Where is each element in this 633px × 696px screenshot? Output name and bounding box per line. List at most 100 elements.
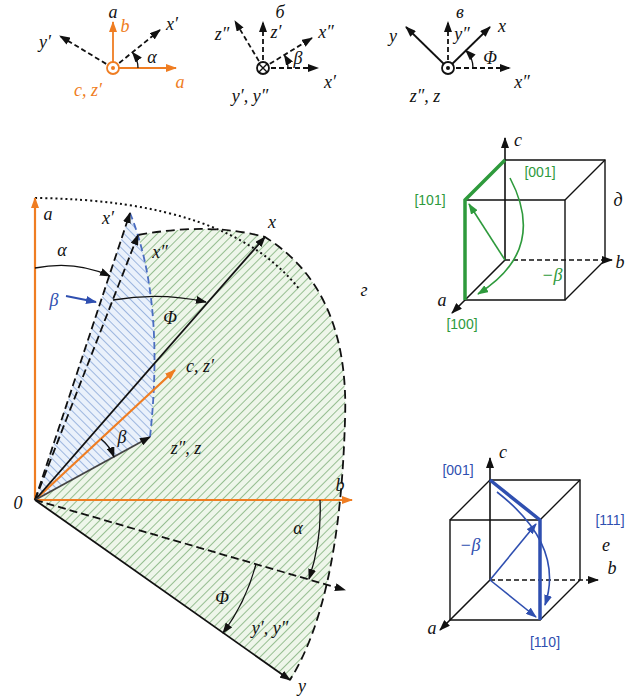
label-holder: a [438,291,447,309]
axis-label: α [293,518,302,538]
direction-label: [110] [530,634,560,650]
label-holder: a [176,73,185,91]
label-holder: b [608,559,617,577]
panel-a-rotation-part [111,66,115,70]
label-holder: α [293,519,302,537]
axis-label: a [176,72,185,92]
direction-label: [101] [414,192,445,208]
cube-d-part [504,138,506,260]
panel-b-rotation-part [257,62,269,74]
cube-d-part [505,259,612,260]
label-holder: y [389,27,397,45]
label-holder: x″ [152,243,168,261]
label-holder: в [456,3,464,21]
direction-label: [111] [595,512,624,528]
cube-d-part [478,178,523,294]
axis-label: a [44,204,53,224]
main-rotation-figure-part [101,439,114,457]
label-holder: c [499,443,507,461]
label-holder: α [57,241,66,259]
panel-b-rotation-part [263,38,312,68]
panel-a-rotation-part [60,36,113,68]
label-holder: z″ [215,25,230,43]
label-holder: x′ [166,15,178,33]
main-rotation-figure-part [35,213,155,500]
axis-label: z″ [215,24,230,44]
axis-label: в [456,2,464,22]
label-holder: a [44,205,53,223]
axis-label: −β [541,265,562,285]
main-rotation-figure-part [113,296,206,302]
axis-label: y [298,676,306,696]
label-holder: β [118,428,127,446]
cube-d-part [465,200,565,300]
cube-e-part [490,480,580,580]
cube-e [440,458,598,630]
label-holder: е [602,536,610,554]
main-rotation-figure-part [35,500,345,590]
label-holder: Φ [163,309,177,327]
label-holder: −β [541,266,562,284]
panel-b-rotation-part [284,55,288,68]
axis-label: β [118,427,127,447]
panel-b-rotation [235,21,318,74]
main-rotation-figure-part [34,198,36,500]
label-holder: x″ [514,73,530,91]
label-holder: [100] [446,316,477,332]
axis-label: x″ [318,22,334,42]
axis-label: c [514,130,522,150]
axis-label: x″ [514,72,530,92]
main-rotation-figure-part [35,237,265,500]
cube-d-part [469,204,505,260]
cube-e-part [450,480,580,620]
panel-a-rotation-part [113,67,176,69]
main-rotation-figure-part [35,499,352,501]
cube-e-part [490,580,536,617]
label-holder: z′ [271,23,282,41]
panel-c-rotation-part [448,67,510,69]
label-holder: д [613,191,622,209]
axis-label: z″, z [171,438,202,458]
main-rotation-figure-part [309,500,320,579]
axis-label: е [602,535,610,555]
label-holder: x′ [102,209,114,227]
panel-a-rotation-part [107,62,119,74]
label-holder: −β [459,536,480,554]
label-holder: b [336,476,345,494]
axis-label: д [613,190,622,210]
axis-label: x′ [166,14,178,34]
main-rotation-figure-part [35,235,138,500]
label-holder: [101] [414,192,445,208]
label-holder: Φ [215,589,229,607]
axis-label: y′, y″ [232,86,268,106]
axis-label: y [389,26,397,46]
label-holder: b [121,17,130,35]
label-holder: z″, z [410,87,441,105]
label-holder: z″, z [171,439,202,457]
axis-label: c, z′ [186,356,214,376]
main-rotation-figure-part [35,198,300,290]
label-holder: y [298,677,306,695]
label-holder: β [294,49,303,67]
panel-c-rotation-part [447,22,449,68]
panel-b-rotation-part [263,67,318,69]
label-holder: c [514,131,522,149]
label-holder: [111] [595,512,624,528]
axis-label: c, z′ [74,80,102,100]
axis-label: а [109,2,118,22]
axis-label: x [498,16,506,36]
label-holder: Φ [483,49,497,67]
cube-e-part [490,579,598,580]
cube-e-part [489,458,491,580]
panel-b-rotation-part [259,64,267,72]
label-holder: [001] [442,462,473,478]
panel-c-rotation [406,22,510,74]
label-holder: x [498,17,506,35]
axis-label: a [428,618,437,638]
label-holder: α [147,48,156,66]
cube-d-part [465,160,605,300]
label-holder: а [109,3,118,21]
label-holder: β [50,291,59,309]
panel-c-rotation-part [466,50,473,68]
